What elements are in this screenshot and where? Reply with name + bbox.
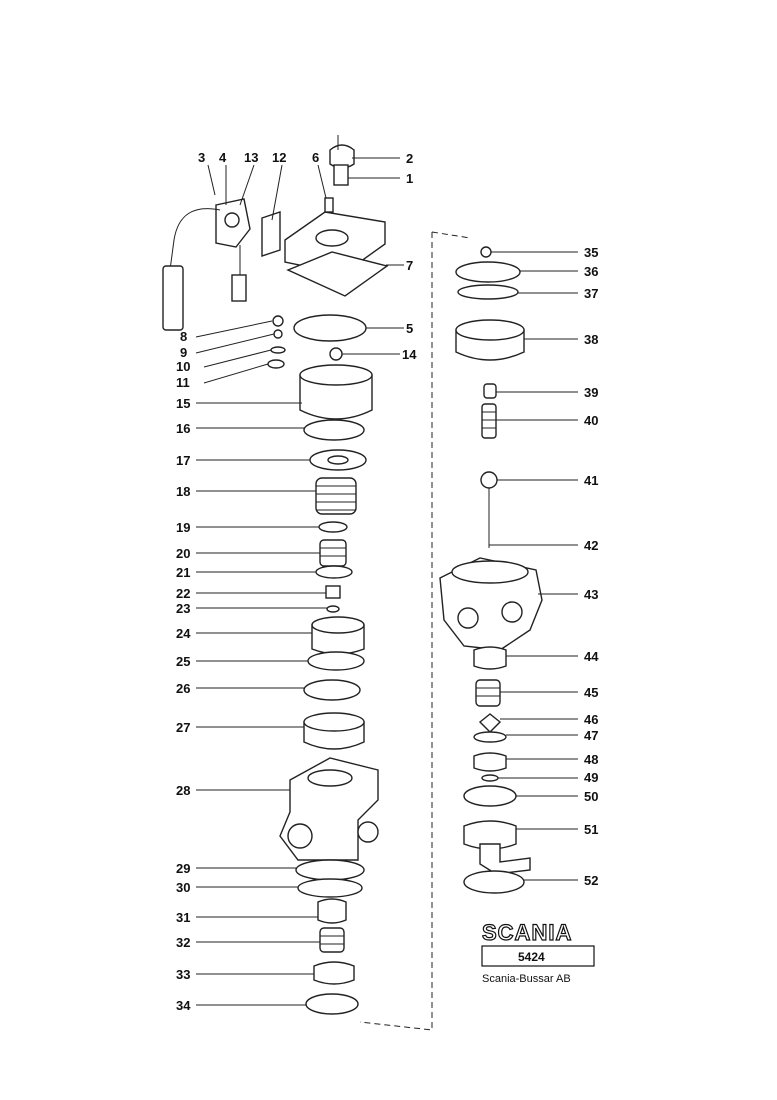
callout-41: 41 [584, 473, 598, 488]
callout-37: 37 [584, 286, 598, 301]
callout-1: 1 [406, 171, 413, 186]
callout-35: 35 [584, 245, 598, 260]
callout-25: 25 [176, 654, 190, 669]
callout-21: 21 [176, 565, 190, 580]
callout-44: 44 [584, 649, 599, 664]
callout-36: 36 [584, 264, 598, 279]
doc-number-box [481, 945, 595, 967]
part-7-flange [286, 251, 389, 297]
callout-47: 47 [584, 728, 598, 743]
callout-31: 31 [176, 910, 190, 925]
callout-15: 15 [176, 396, 190, 411]
leader-lines [195, 157, 578, 1006]
callout-6: 6 [312, 150, 319, 165]
callout-7: 7 [406, 258, 413, 273]
callout-13: 13 [244, 150, 258, 165]
callout-51: 51 [584, 822, 598, 837]
doc-number: 5424 [518, 950, 545, 964]
connection-dashed-line [359, 232, 433, 1031]
callout-22: 22 [176, 586, 190, 601]
callout-9: 9 [180, 345, 187, 360]
callout-26: 26 [176, 681, 190, 696]
callout-23: 23 [176, 601, 190, 616]
callout-34: 34 [176, 998, 191, 1013]
callout-18: 18 [176, 484, 190, 499]
callout-30: 30 [176, 880, 190, 895]
callout-12: 12 [272, 150, 286, 165]
part-36-ring [455, 261, 521, 283]
callout-11: 11 [176, 375, 190, 390]
callout-46: 46 [584, 712, 598, 727]
callout-43: 43 [584, 587, 598, 602]
callout-27: 27 [176, 720, 190, 735]
callout-17: 17 [176, 453, 190, 468]
callout-50: 50 [584, 789, 598, 804]
callout-2: 2 [406, 151, 413, 166]
callout-45: 45 [584, 685, 598, 700]
callout-52: 52 [584, 873, 598, 888]
callout-42: 42 [584, 538, 598, 553]
callout-32: 32 [176, 935, 190, 950]
callout-4: 4 [219, 150, 227, 165]
company-name: Scania-Bussar AB [482, 973, 571, 985]
part-3-plug [162, 265, 184, 331]
brand-logo: SCANIA [482, 920, 572, 945]
callout-24: 24 [176, 626, 191, 641]
callout-10: 10 [176, 359, 190, 374]
part-18-spring [315, 477, 357, 515]
callout-19: 19 [176, 520, 190, 535]
parts-drawing [162, 135, 543, 1031]
part-1-sensor [333, 164, 349, 186]
callout-48: 48 [584, 752, 598, 767]
callout-3: 3 [198, 150, 205, 165]
title-block: SCANIA 5424 Scania-Bussar AB [481, 919, 595, 985]
callout-33: 33 [176, 967, 190, 982]
callout-14: 14 [402, 347, 417, 362]
callout-49: 49 [584, 770, 598, 785]
part-12-plate [261, 211, 281, 257]
callout-40: 40 [584, 413, 598, 428]
part-5-oring [293, 314, 367, 342]
callout-20: 20 [176, 546, 190, 561]
callout-29: 29 [176, 861, 190, 876]
callout-8: 8 [180, 329, 187, 344]
callout-labels: 3 4 13 12 6 2 1 7 5 14 8 9 10 11 15 16 1… [176, 150, 599, 1013]
part-40-spring [481, 403, 497, 439]
callout-28: 28 [176, 783, 190, 798]
part-51-outlet [463, 820, 517, 850]
callout-38: 38 [584, 332, 598, 347]
callout-16: 16 [176, 421, 190, 436]
callout-39: 39 [584, 385, 598, 400]
callout-5: 5 [406, 321, 413, 336]
